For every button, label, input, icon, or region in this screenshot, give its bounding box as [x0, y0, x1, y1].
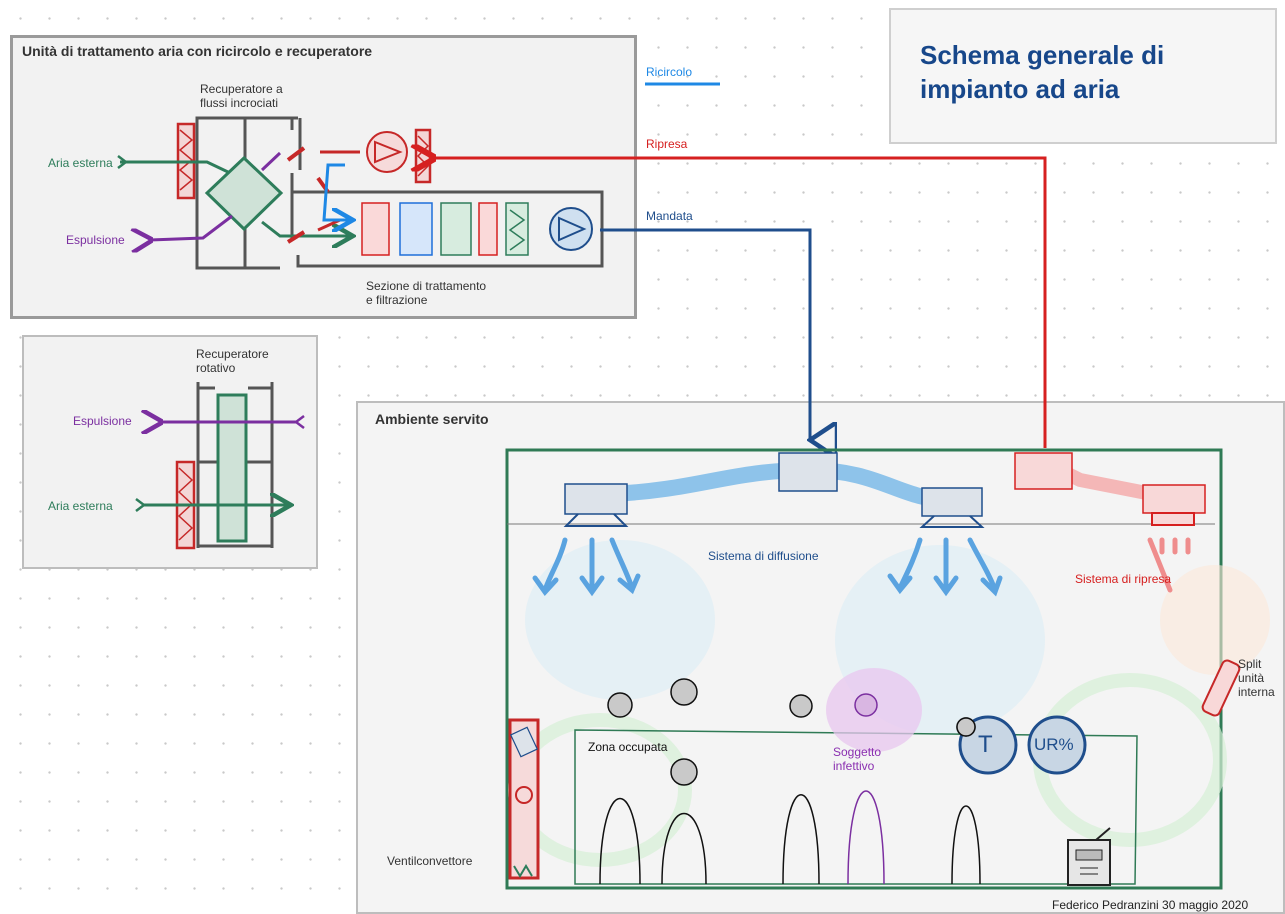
- heating-coil: [361, 202, 390, 256]
- room-title: Ambiente servito: [375, 411, 489, 427]
- diffuser-main: [778, 452, 838, 492]
- humidity-label: UR%: [1034, 735, 1074, 754]
- return-duct: [430, 158, 1047, 448]
- fancoil-label: Ventilconvettore: [387, 854, 473, 868]
- rotary-wheel: [216, 393, 248, 543]
- occupied-zone: [574, 729, 1138, 885]
- split-label-1: Split: [1238, 657, 1262, 671]
- rotary-exhaust-label: Espulsione: [73, 414, 132, 428]
- crossflow-label-1: Recuperatore a: [200, 82, 283, 96]
- humidity-sensor: [1027, 715, 1087, 775]
- supply-duct: [600, 228, 810, 440]
- rotary-panel: [22, 335, 318, 569]
- treatment-label-1: Sezione di trattamento: [366, 279, 487, 293]
- infected-label-2: infettivo: [833, 759, 875, 773]
- ahu-panel: [10, 35, 637, 319]
- infected-label-1: Soggetto: [833, 745, 882, 759]
- return-label: Ripresa: [646, 137, 688, 151]
- outdoor-air-label: Aria esterna: [48, 156, 113, 170]
- return-flow-arrows: [1147, 537, 1191, 593]
- recirc-label: Ricircolo: [646, 65, 693, 79]
- ahu-casing: [195, 116, 302, 270]
- treatment-label-2: e filtrazione: [366, 293, 428, 307]
- reheat-coil: [478, 202, 498, 256]
- rotary-outdoor-label: Aria esterna: [48, 499, 113, 513]
- diffuser-1: [564, 483, 628, 515]
- extraction-label: Sistema di ripresa: [1075, 572, 1172, 586]
- split-unit: [1201, 659, 1241, 717]
- damper: [286, 146, 306, 162]
- temperature-label: T: [978, 731, 993, 758]
- split-label-2: unità: [1238, 671, 1265, 685]
- exhaust-flow: [150, 214, 233, 240]
- ahu-panel-title: Unità di trattamento aria con ricircolo …: [22, 43, 373, 59]
- split-label-3: interna: [1238, 685, 1275, 699]
- main-title-line1: Schema generale di: [920, 40, 1165, 70]
- crossflow-recovery: [204, 155, 284, 232]
- humidifier: [440, 202, 472, 256]
- crossflow-label-2: flussi incrociati: [200, 96, 279, 110]
- diffuser-2: [921, 487, 983, 517]
- outdoor-air-flow: [120, 160, 229, 174]
- infected-person: [847, 693, 885, 885]
- cooling-coil: [399, 202, 433, 256]
- return-diffuser: [1142, 484, 1206, 514]
- diffusion-label: Sistema di diffusione: [708, 549, 819, 563]
- recirc-flow: [322, 163, 350, 220]
- filter: [505, 202, 529, 256]
- rotary-label-1: Recuperatore: [196, 347, 269, 361]
- return-grille: [1014, 452, 1073, 490]
- occupied-zone-label: Zona occupata: [588, 740, 668, 754]
- exhaust-label: Espulsione: [66, 233, 125, 247]
- supply-flow-arrows: [532, 537, 1003, 597]
- rotary-label-2: rotativo: [196, 361, 236, 375]
- printer-icon: [1067, 827, 1111, 886]
- treatment-casing: [292, 190, 604, 268]
- main-title-line2: impianto ad aria: [920, 74, 1120, 104]
- title-box: [889, 8, 1277, 144]
- supply-label: Mandata: [646, 209, 693, 223]
- footer-credit: Federico Pedranzini 30 maggio 2020: [1052, 898, 1249, 912]
